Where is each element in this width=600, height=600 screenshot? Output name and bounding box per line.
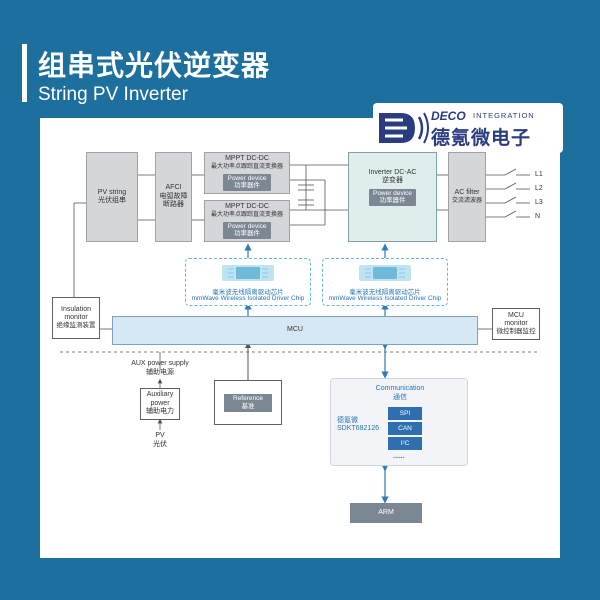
mppt-bottom-label-en: MPPT DC-DC (225, 203, 269, 211)
chip-icon (359, 265, 411, 281)
protocol-ellipsis: ...... (393, 453, 405, 460)
protocol-spi: SPI (388, 407, 422, 420)
mcu-monitor-label-2: monitor (504, 320, 528, 328)
phase-label-l3: L3 (535, 199, 543, 206)
driver-chip-right-label-cn: 毫米波无线隔离驱动芯片 (349, 289, 421, 296)
driver-chip-left: 毫米波无线隔离驱动芯片 mmWave Wireless Isolated Dri… (185, 258, 311, 306)
arm-block: ARM (350, 503, 422, 523)
driver-chip-right: 毫米波无线隔离驱动芯片 mmWave Wireless Isolated Dri… (322, 258, 448, 306)
pv-input-label-cn: 光伏 (153, 441, 167, 448)
auxiliary-power-label-1: Auxiliary (146, 391, 174, 399)
mcu-label: MCU (287, 326, 303, 334)
inverter-label-cn: 逆变器 (382, 177, 403, 185)
brand-logo: DECO INTEGRATION 德氪微电子 (373, 103, 563, 153)
driver-chip-right-label-en: mmWave Wireless Isolated Driver Chip (328, 295, 442, 302)
afci-label-cn-2: 断路器 (163, 201, 184, 209)
reference-label-en: Reference (233, 395, 263, 403)
title-accent-bar (22, 44, 27, 102)
ac-filter-label-cn: 交流滤波器 (451, 197, 482, 204)
afci-label-en: AFCI (165, 184, 182, 192)
pv-string-label-en: PV string (97, 188, 127, 196)
afci-block: AFCI 电弧故障 断路器 (155, 152, 192, 242)
inverter-label-en: Inverter DC-AC (368, 169, 417, 176)
phase-label-n: N (535, 213, 541, 220)
logo-brand-cn: 德氪微电子 (431, 128, 532, 149)
communication-title-cn: 通信 (393, 394, 407, 401)
mppt-bottom-block: MPPT DC-DC 最大功率点跟踪直流变换器 Power device 功率器… (204, 200, 290, 242)
mppt-top-power-device: Power device 功率器件 (223, 173, 271, 191)
page-subtitle: String PV Inverter (38, 84, 188, 105)
reference-block: Reference 基准 (214, 380, 282, 425)
power-device-label-en: Power device (227, 222, 267, 230)
protocol-can: CAN (388, 422, 422, 435)
pv-input-label: PV 光伏 (145, 432, 175, 449)
ac-filter-block: AC filter 交流滤波器 (448, 152, 486, 242)
communication-title-en: Communication (375, 385, 425, 392)
logo-mark-icon (379, 112, 429, 144)
power-device-label-en: Power device (372, 189, 413, 197)
insulation-label-en-2: monitor (64, 314, 88, 322)
reference-inner: Reference 基准 (224, 393, 272, 412)
mcu-monitor-label-1: MCU (508, 311, 524, 319)
aux-supply-label-en: AUX power supply (131, 360, 189, 367)
power-device-label-cn: 功率器件 (234, 230, 260, 238)
protocol-i2c: I²C (388, 437, 422, 450)
power-device-label-cn: 功率器件 (234, 182, 260, 190)
insulation-monitor-block: Insulation monitor 绝缘监测装置 (52, 297, 100, 339)
auxiliary-power-block: Auxiliary power 辅助电力 (140, 388, 180, 420)
inverter-power-device: Power device 功率器件 (368, 188, 417, 206)
mcu-monitor-block: MCU monitor 微控制器监控 (492, 308, 540, 340)
aux-supply-label-cn: 辅助电源 (146, 369, 174, 376)
afci-label-cn-1: 电弧故障 (159, 192, 188, 200)
power-device-label-cn: 功率器件 (379, 197, 406, 205)
communication-title: Communication 通信 (331, 385, 469, 402)
phase-label-l2: L2 (535, 185, 543, 192)
auxiliary-power-label-cn: 辅助电力 (146, 408, 174, 416)
mcu-monitor-label-cn: 微控制器监控 (496, 328, 536, 336)
mcu-block: MCU (112, 316, 478, 345)
mppt-bottom-power-device: Power device 功率器件 (223, 221, 271, 239)
auxiliary-power-label-2: power (150, 399, 170, 407)
pv-input-label-en: PV (155, 432, 165, 439)
communication-panel: Communication 通信 德氪微 SDKT682126 SPI CAN … (330, 378, 468, 466)
mppt-top-label-en: MPPT DC-DC (225, 155, 269, 163)
power-device-label-en: Power device (227, 174, 267, 182)
logo-brand: DECO (431, 109, 466, 123)
driver-chip-left-label-cn: 毫米波无线隔离驱动芯片 (212, 289, 284, 296)
ac-filter-label-en: AC filter (454, 189, 480, 197)
mppt-bottom-label-cn: 最大功率点跟踪直流变换器 (210, 211, 283, 218)
insulation-label-cn: 绝缘监测装置 (56, 322, 96, 330)
chip-icon (222, 265, 274, 281)
comm-chip-label-model: SDKT682126 (337, 425, 380, 432)
driver-chip-left-label-en: mmWave Wireless Isolated Driver Chip (191, 295, 305, 302)
logo-brand-sub: INTEGRATION (473, 111, 535, 120)
mppt-top-label-cn: 最大功率点跟踪直流变换器 (210, 163, 283, 170)
arm-label: ARM (378, 508, 394, 516)
comm-chip-label-cn: 德氪微 (337, 417, 358, 424)
mppt-top-block: MPPT DC-DC 最大功率点跟踪直流变换器 Power device 功率器… (204, 152, 290, 194)
reference-label-cn: 基准 (241, 402, 255, 410)
phase-label-l1: L1 (535, 171, 543, 178)
aux-supply-label: AUX power supply 辅助电源 (125, 360, 195, 377)
pv-string-label-cn: 光伏组串 (98, 197, 126, 204)
inverter-block: Inverter DC-AC 逆变器 Power device 功率器件 (348, 152, 437, 242)
insulation-label-en-1: Insulation (61, 305, 91, 313)
page-title: 组串式光伏逆变器 (38, 50, 271, 81)
pv-string-block: PV string 光伏组串 (86, 152, 138, 242)
comm-chip-label: 德氪微 SDKT682126 (337, 415, 379, 432)
